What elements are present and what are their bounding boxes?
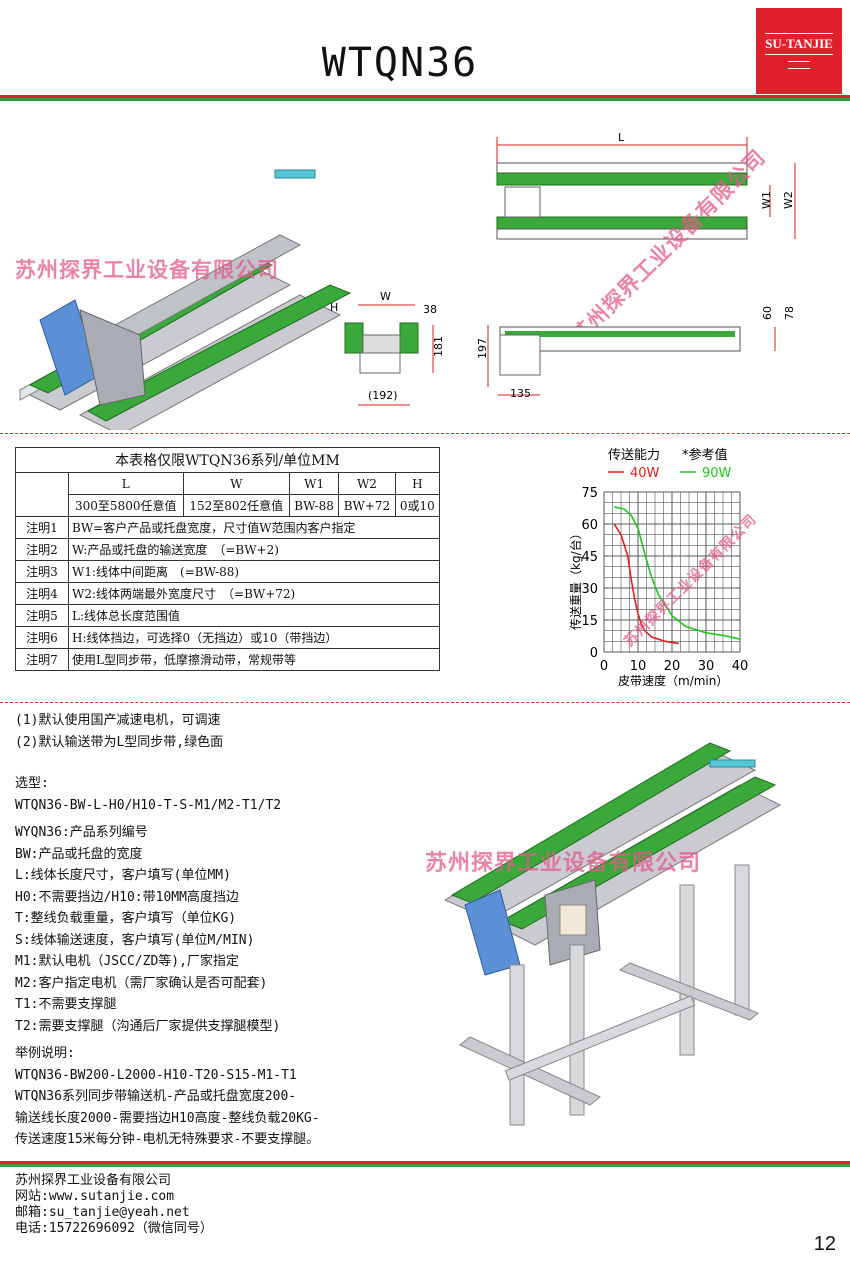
svg-text:181: 181 xyxy=(432,336,445,357)
list-item: T2:需要支撑腿（沟通后厂家提供支撑腿模型) xyxy=(15,1018,281,1034)
footer-contact: 苏州探界工业设备有限公司 网站:www.sutanjie.com 邮箱:su_t… xyxy=(15,1173,213,1237)
y-tick-label: 15 xyxy=(581,614,598,629)
chart-series xyxy=(613,506,741,645)
brand-logo: SU-TANJIE xyxy=(756,8,842,94)
selection-block: 选型: WTQN36-BW-L-H0/H10-T-S-M1/M2-T1/T2 W… xyxy=(15,773,320,1151)
page-number: 12 xyxy=(813,1233,836,1255)
list-item: M2:客户指定电机（需厂家确认是否可配套) xyxy=(15,975,268,991)
x-tick-label: 10 xyxy=(630,659,647,674)
footer-phone: 电话:15722696092（微信同号） xyxy=(15,1221,213,1236)
series-line-40w xyxy=(613,523,679,645)
footer-company: 苏州探界工业设备有限公司 xyxy=(15,1173,172,1188)
chart-grid xyxy=(603,491,741,653)
x-axis-ticks: 0 10 20 30 40 xyxy=(600,659,748,674)
y-axis-ticks: 0 15 30 45 60 75 xyxy=(581,486,598,661)
example-heading: 举例说明: xyxy=(15,1046,75,1061)
x-tick-label: 40 xyxy=(732,659,749,674)
y-tick-label: 60 xyxy=(581,518,598,533)
remarks: (1)默认使用国产减速电机，可调速 (2)默认输送带为L型同步带,绿色面 xyxy=(15,713,224,750)
footer-rule-red xyxy=(0,1161,850,1164)
svg-text:W1: W1 xyxy=(760,191,773,209)
selection-heading: 选型: xyxy=(15,776,49,791)
svg-text:197: 197 xyxy=(476,338,489,359)
list-item: M1:默认电机（JSCC/ZD等),厂家指定 xyxy=(15,954,239,969)
selection-model: WTQN36-BW-L-H0/H10-T-S-M1/M2-T1/T2 xyxy=(15,797,282,813)
conveyor-top-view: L W1 W2 xyxy=(496,131,796,240)
list-item: T1:不需要支撑腿 xyxy=(15,997,117,1012)
svg-text:78: 78 xyxy=(783,306,796,320)
example-line: 传送速度15米每分钟-电机无特殊要求-不要支撑腿。 xyxy=(15,1132,320,1147)
x-tick-label: 0 xyxy=(600,659,608,674)
header-rule-red xyxy=(0,95,850,98)
svg-text:(192): (192) xyxy=(368,389,398,402)
y-axis-label: 传送重量（kg/台） xyxy=(568,527,583,630)
y-tick-label: 0 xyxy=(590,646,598,661)
y-tick-label: 30 xyxy=(581,582,598,597)
footer-email: 邮箱:su_tanjie@yeah.net xyxy=(15,1205,190,1220)
watermark-1: 苏州探界工业设备有限公司 xyxy=(15,258,279,282)
table-caption: 本表格仅限WTQN36系列/单位MM xyxy=(15,447,440,473)
list-item: BW:产品或托盘的宽度 xyxy=(15,846,143,862)
conveyor-isometric xyxy=(18,169,352,430)
example-line: 输送线长度2000-需要挡边H10高度-整线负载20KG- xyxy=(15,1110,320,1126)
conveyor-with-stand xyxy=(443,742,782,1126)
chart-title: 传送能力 xyxy=(608,448,660,463)
list-item: H0:不需要挡边/H10:带10MM高度挡边 xyxy=(15,889,239,905)
y-tick-label: 75 xyxy=(581,486,598,501)
section-divider-2 xyxy=(0,702,850,703)
list-item: L:线体长度尺寸，客户填写(单位MM) xyxy=(15,868,231,883)
example-line: WTQN36-BW200-L2000-H10-T20-S15-M1-T1 xyxy=(15,1067,297,1083)
chart-note: *参考值 xyxy=(682,447,728,463)
example-line: WTQN36系列同步带输送机-产品或托盘宽度200- xyxy=(15,1089,297,1104)
svg-text:W2: W2 xyxy=(782,191,795,209)
svg-text:38: 38 xyxy=(423,303,437,316)
conveyor-side-view: 197 135 60 78 xyxy=(476,306,796,400)
footer-rule-green xyxy=(0,1164,850,1167)
svg-text:W: W xyxy=(380,290,391,303)
section-divider xyxy=(0,433,850,434)
y-tick-label: 45 xyxy=(581,550,598,565)
svg-text:L: L xyxy=(618,131,625,144)
legend-label-40w: 40W xyxy=(630,466,660,481)
x-tick-label: 30 xyxy=(698,659,715,674)
x-tick-label: 20 xyxy=(664,659,681,674)
series-line-90w xyxy=(614,506,741,640)
list-item: T:整线负载重量，客户填写（单位KG) xyxy=(15,911,237,926)
list-item: S:线体输送速度，客户填写(单位M/MIN) xyxy=(15,932,255,948)
watermark-4: 苏州探界工业设备有限公司 xyxy=(425,851,702,876)
legend-label-90w: 90W xyxy=(702,466,732,481)
page-title: WTQN36 xyxy=(321,40,479,86)
conveyor-end-view: W H 38 181 (192) xyxy=(330,290,445,406)
svg-text:60: 60 xyxy=(761,306,774,320)
footer-website: 网站:www.sutanjie.com xyxy=(15,1189,175,1204)
svg-text:135: 135 xyxy=(510,387,531,400)
technical-drawings: 苏州探界工业设备有限公司 L W1 W2 苏州探界工业设备有限公司 W H 38… xyxy=(15,131,796,430)
x-axis-label: 皮带速度（m/min） xyxy=(618,673,728,688)
spec-table: 本表格仅限WTQN36系列/单位MM L W W1 W2 H 300至5800任… xyxy=(15,447,441,671)
header-rule-green xyxy=(0,98,850,101)
svg-text:H: H xyxy=(330,301,338,314)
list-item: WYQN36:产品系列编号 xyxy=(15,825,148,840)
